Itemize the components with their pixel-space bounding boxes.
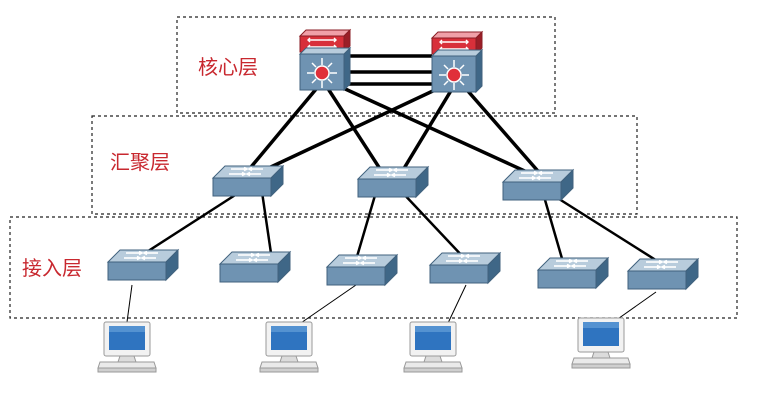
computer-icon [259,321,319,373]
core-aggregation-link [398,83,457,176]
core-aggregation-link [244,80,324,175]
aggregation-switch-icon [212,165,284,197]
core-aggregation-link [329,80,541,180]
aggregation-access-link [399,189,467,261]
access-layer-label: 接入层 [22,256,82,280]
access-switch-icon [219,251,291,283]
aggregation-switch-icon [357,166,429,198]
aggregation-access-link [141,188,244,257]
aggregation-switch-icon [502,169,574,201]
aggregation-access-link [354,191,378,261]
access-switch-icon [326,254,398,286]
access-terminal-links [126,284,657,341]
core-layer-label: 核心层 [198,55,258,79]
access-switches [107,249,699,290]
access-switch-icon [429,252,501,284]
aggregation-layer-label: 汇聚层 [110,150,170,174]
computers [97,317,631,373]
aggregation-access-links [141,188,663,266]
access-switch-icon [537,257,609,289]
access-terminal-link [126,284,133,323]
core-aggregation-links [244,80,546,180]
core-switch-icon [299,29,351,91]
access-switch-icon [627,258,699,290]
core-aggregation-link [257,80,453,175]
aggregation-switches [212,165,574,201]
core-layer-box [176,16,556,114]
core-switch-icon [431,31,483,93]
core-aggregation-link [458,80,546,180]
access-switch-icon [107,249,179,281]
core-core-links [348,54,432,86]
aggregation-access-link [541,192,565,263]
computer-icon [97,321,157,373]
aggregation-access-link [547,190,663,266]
aggregation-access-link [260,191,274,261]
computer-icon [571,317,631,369]
aggregation-layer-box [91,115,638,215]
computer-icon [403,321,463,373]
